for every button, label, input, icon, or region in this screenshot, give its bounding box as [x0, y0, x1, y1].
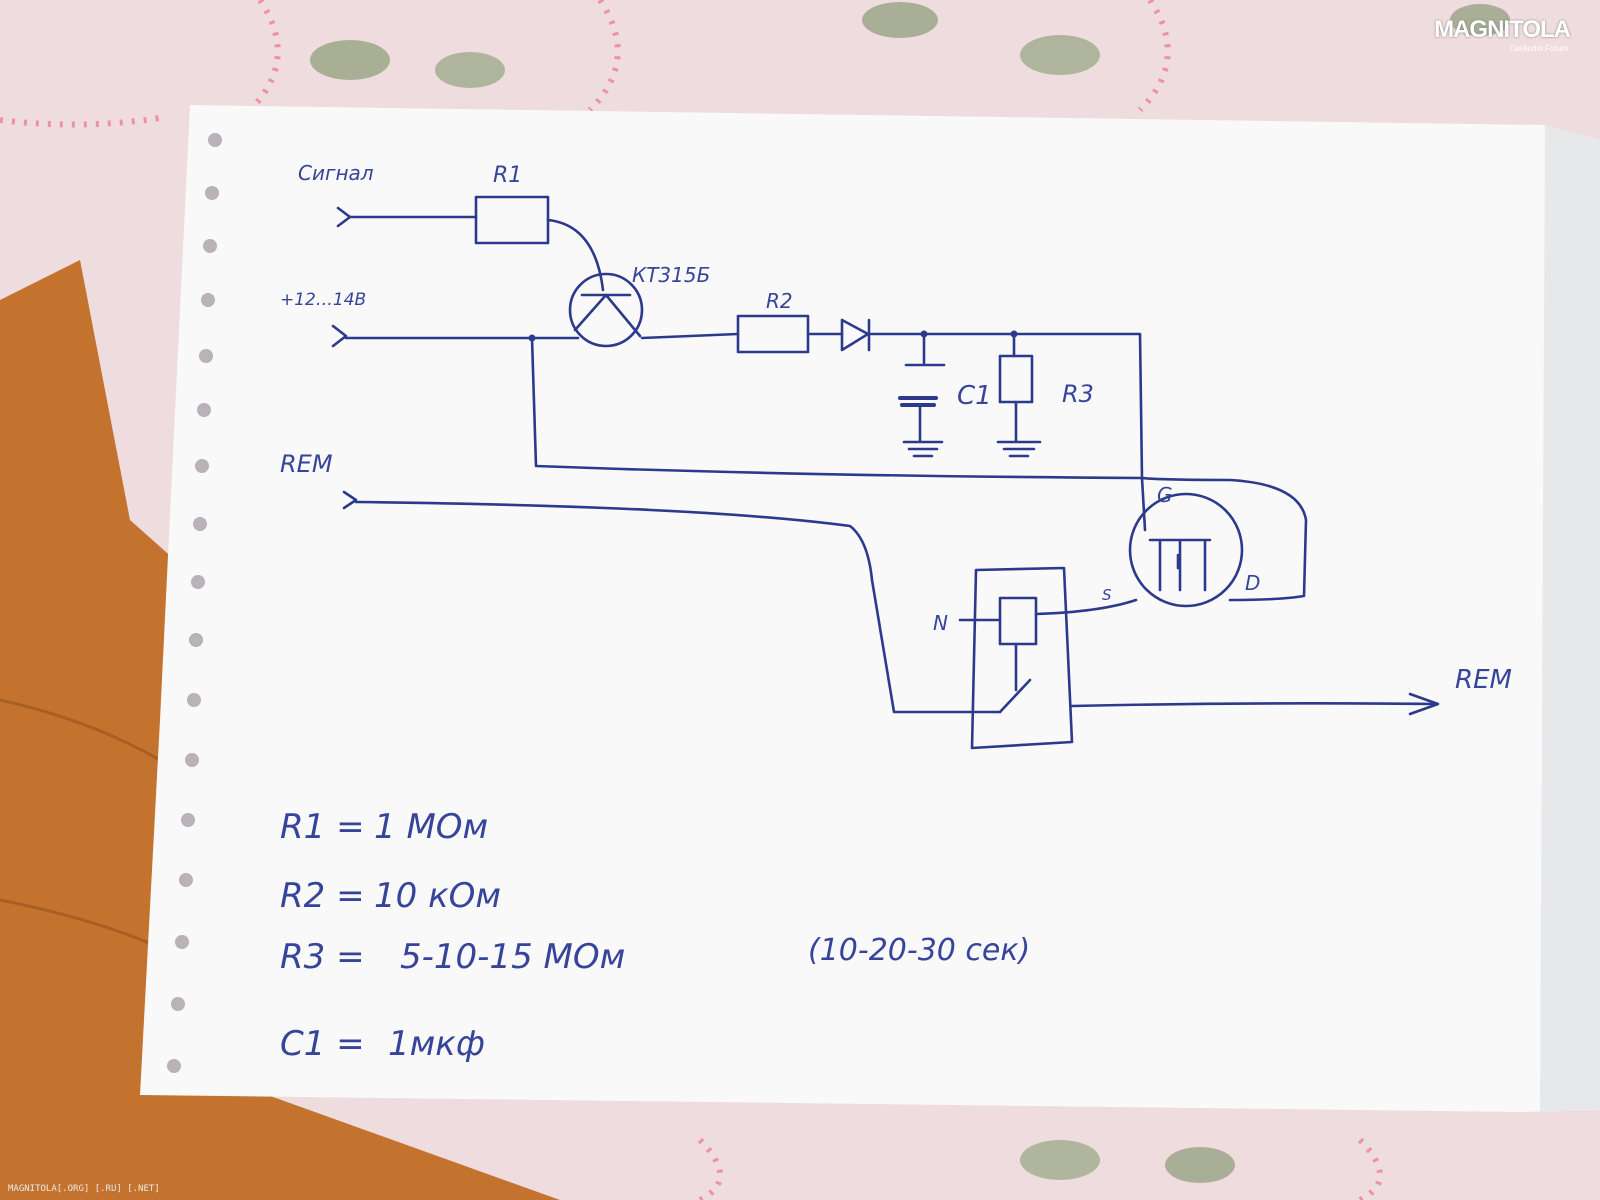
transistor-label: КТ315Б	[632, 263, 710, 287]
watermark-logo: MAGNITOLA	[1434, 16, 1571, 43]
wire-power-gate	[530, 336, 1144, 480]
rem-out-label: REM	[1455, 665, 1512, 695]
footer-watermark: MAGNITOLA[.ORG] [.RU] [.NET]	[8, 1184, 160, 1194]
value-label: R1 =	[280, 807, 365, 847]
tablecloth-pattern	[0, 0, 1510, 1200]
mosfet-symbol	[1140, 476, 1212, 592]
source-label: S	[1102, 586, 1112, 604]
wire-r1-base	[546, 218, 605, 292]
circuit-schematic: Сигнал R1 КТ315Б +12…14В R2 C1	[280, 161, 1512, 750]
r1-label: R1	[493, 163, 522, 188]
rem-in-label: REM	[280, 450, 333, 478]
gate-label: G	[1157, 483, 1173, 507]
drain-label: D	[1245, 571, 1260, 595]
value-note: (10-20-30 сек)	[808, 933, 1030, 968]
value-row: R3 = 5-10-15 МОм (10-20-30 сек)	[280, 933, 1030, 977]
r3-ground	[996, 400, 1042, 458]
r2-label: R2	[766, 289, 793, 313]
signal-label: Сигнал	[298, 161, 374, 185]
value-label: R2 =	[280, 876, 365, 916]
rem-output-arrow	[1408, 692, 1440, 716]
spiral-binding	[167, 133, 222, 1073]
c1-ground	[902, 405, 944, 458]
mosfet	[1128, 492, 1244, 608]
r3-label: R3	[1062, 380, 1094, 408]
paper-sheet	[140, 105, 1600, 1112]
wire-coil-source	[1034, 598, 1138, 616]
value-row: R1 = 1 МОм	[280, 807, 488, 847]
component-values: R1 = 1 МОм R2 = 10 кОм R3 = 5-10-15 МОм …	[280, 807, 1030, 1064]
value-row: C1 = 1мкф	[280, 1024, 485, 1064]
relay-contact	[998, 642, 1032, 714]
value-text: 1 МОм	[374, 807, 488, 847]
rem-input-arrow	[342, 490, 358, 510]
transistor-kt315b	[568, 272, 644, 348]
value-text: 10 кОм	[374, 876, 501, 916]
wire-emitter-r2	[640, 332, 740, 340]
capacitor-c1-plates	[898, 396, 938, 407]
wire-rem-in	[354, 500, 1002, 714]
value-row: R2 = 10 кОм	[280, 876, 501, 916]
value-label: C1 =	[280, 1024, 365, 1064]
wooden-table	[0, 260, 560, 1200]
diode	[840, 318, 870, 352]
relay-box	[970, 566, 1074, 750]
coil-label: N	[933, 611, 948, 635]
power-input-arrow	[331, 324, 348, 348]
value-label: R3 =	[280, 937, 365, 977]
wire-c1-top	[904, 332, 946, 367]
c1-label: C1	[957, 381, 992, 411]
transistor-symbol	[573, 293, 642, 338]
watermark-tagline: CarAudio Forum	[1509, 44, 1568, 53]
wire-gate-drain-loop	[1140, 476, 1308, 602]
value-text: 5-10-15 МОм	[400, 937, 625, 977]
wire-rem-out	[1070, 702, 1438, 708]
wire-diode-bus	[867, 332, 1144, 480]
value-text: 1мкф	[388, 1024, 485, 1064]
power-label: +12…14В	[280, 290, 366, 310]
